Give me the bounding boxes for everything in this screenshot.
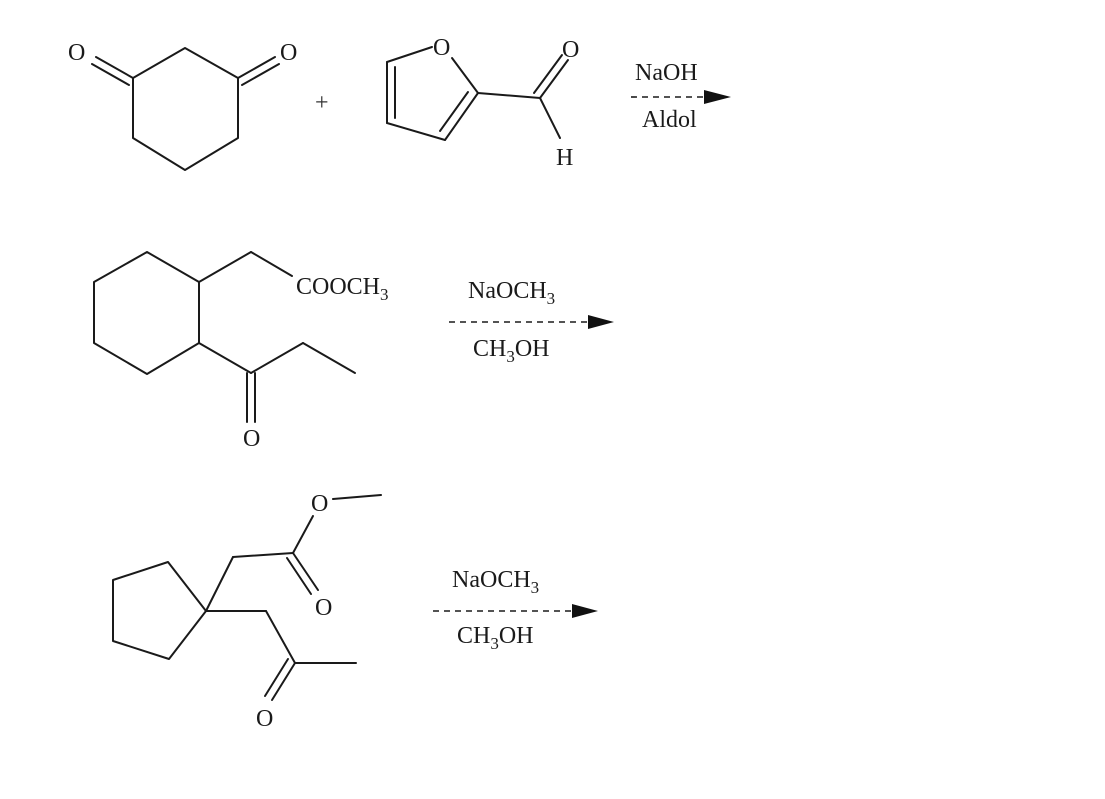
cyclopentyl-ketoester-structure: O O O [112, 491, 382, 732]
oxygen-label: O [311, 491, 328, 517]
furfural-structure: O O H [386, 35, 579, 171]
cyclohexanedione-structure: O O [68, 40, 297, 171]
oxygen-label: O [256, 706, 273, 732]
reaction-arrow-3: NaOCH3 CH3OH [433, 567, 598, 653]
hydrogen-label: H [556, 145, 573, 171]
plus-sign: + [315, 90, 329, 116]
reaction-1: O O + O O H NaOH Aldol [68, 35, 731, 171]
reaction-2: COOCH3 O NaOCH3 CH3OH [93, 251, 614, 452]
arrowhead-icon [588, 315, 614, 329]
oxygen-label: O [243, 426, 260, 452]
reaction-arrow-2: NaOCH3 CH3OH [449, 278, 614, 366]
ester-group-label: COOCH3 [296, 274, 389, 304]
reagent-below: CH3OH [457, 623, 534, 653]
reagent-below: CH3OH [473, 336, 550, 366]
reagent-above: NaOH [635, 60, 698, 86]
reagent-above: NaOCH3 [452, 567, 539, 597]
oxygen-label: O [315, 595, 332, 621]
reaction-arrow-1: NaOH Aldol [631, 60, 731, 133]
oxygen-label: O [68, 40, 85, 66]
reagent-below: Aldol [642, 107, 697, 133]
arrowhead-icon [704, 90, 731, 104]
reagent-above: NaOCH3 [468, 278, 555, 308]
oxygen-label: O [280, 40, 297, 66]
oxygen-label: O [433, 35, 450, 61]
reaction-3: O O O NaOCH3 CH3OH [112, 491, 598, 732]
arrowhead-icon [572, 604, 598, 618]
oxygen-label: O [562, 37, 579, 63]
cyclohexyl-ketoester-structure: COOCH3 O [93, 251, 389, 452]
